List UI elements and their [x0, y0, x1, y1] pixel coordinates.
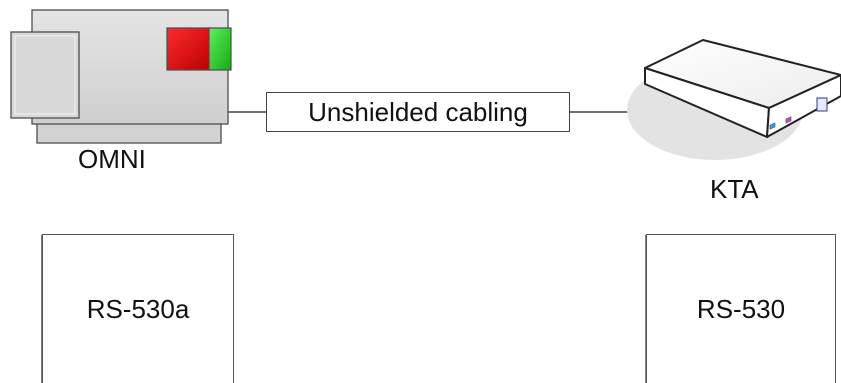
omni-device-icon: [10, 9, 232, 144]
rs530-label: RS-530: [696, 293, 786, 324]
rs530a-interface-box: RS-530a: [42, 234, 234, 383]
cabling-label: Unshielded cabling: [308, 96, 528, 127]
omni-label: OMNI: [78, 144, 146, 174]
cabling-label-box: Unshielded cabling: [266, 92, 570, 132]
kta-label: KTA: [710, 174, 759, 204]
rs530-interface-box: RS-530: [646, 234, 836, 383]
rs530a-label: RS-530a: [86, 293, 190, 324]
kta-device-icon: [627, 39, 841, 160]
